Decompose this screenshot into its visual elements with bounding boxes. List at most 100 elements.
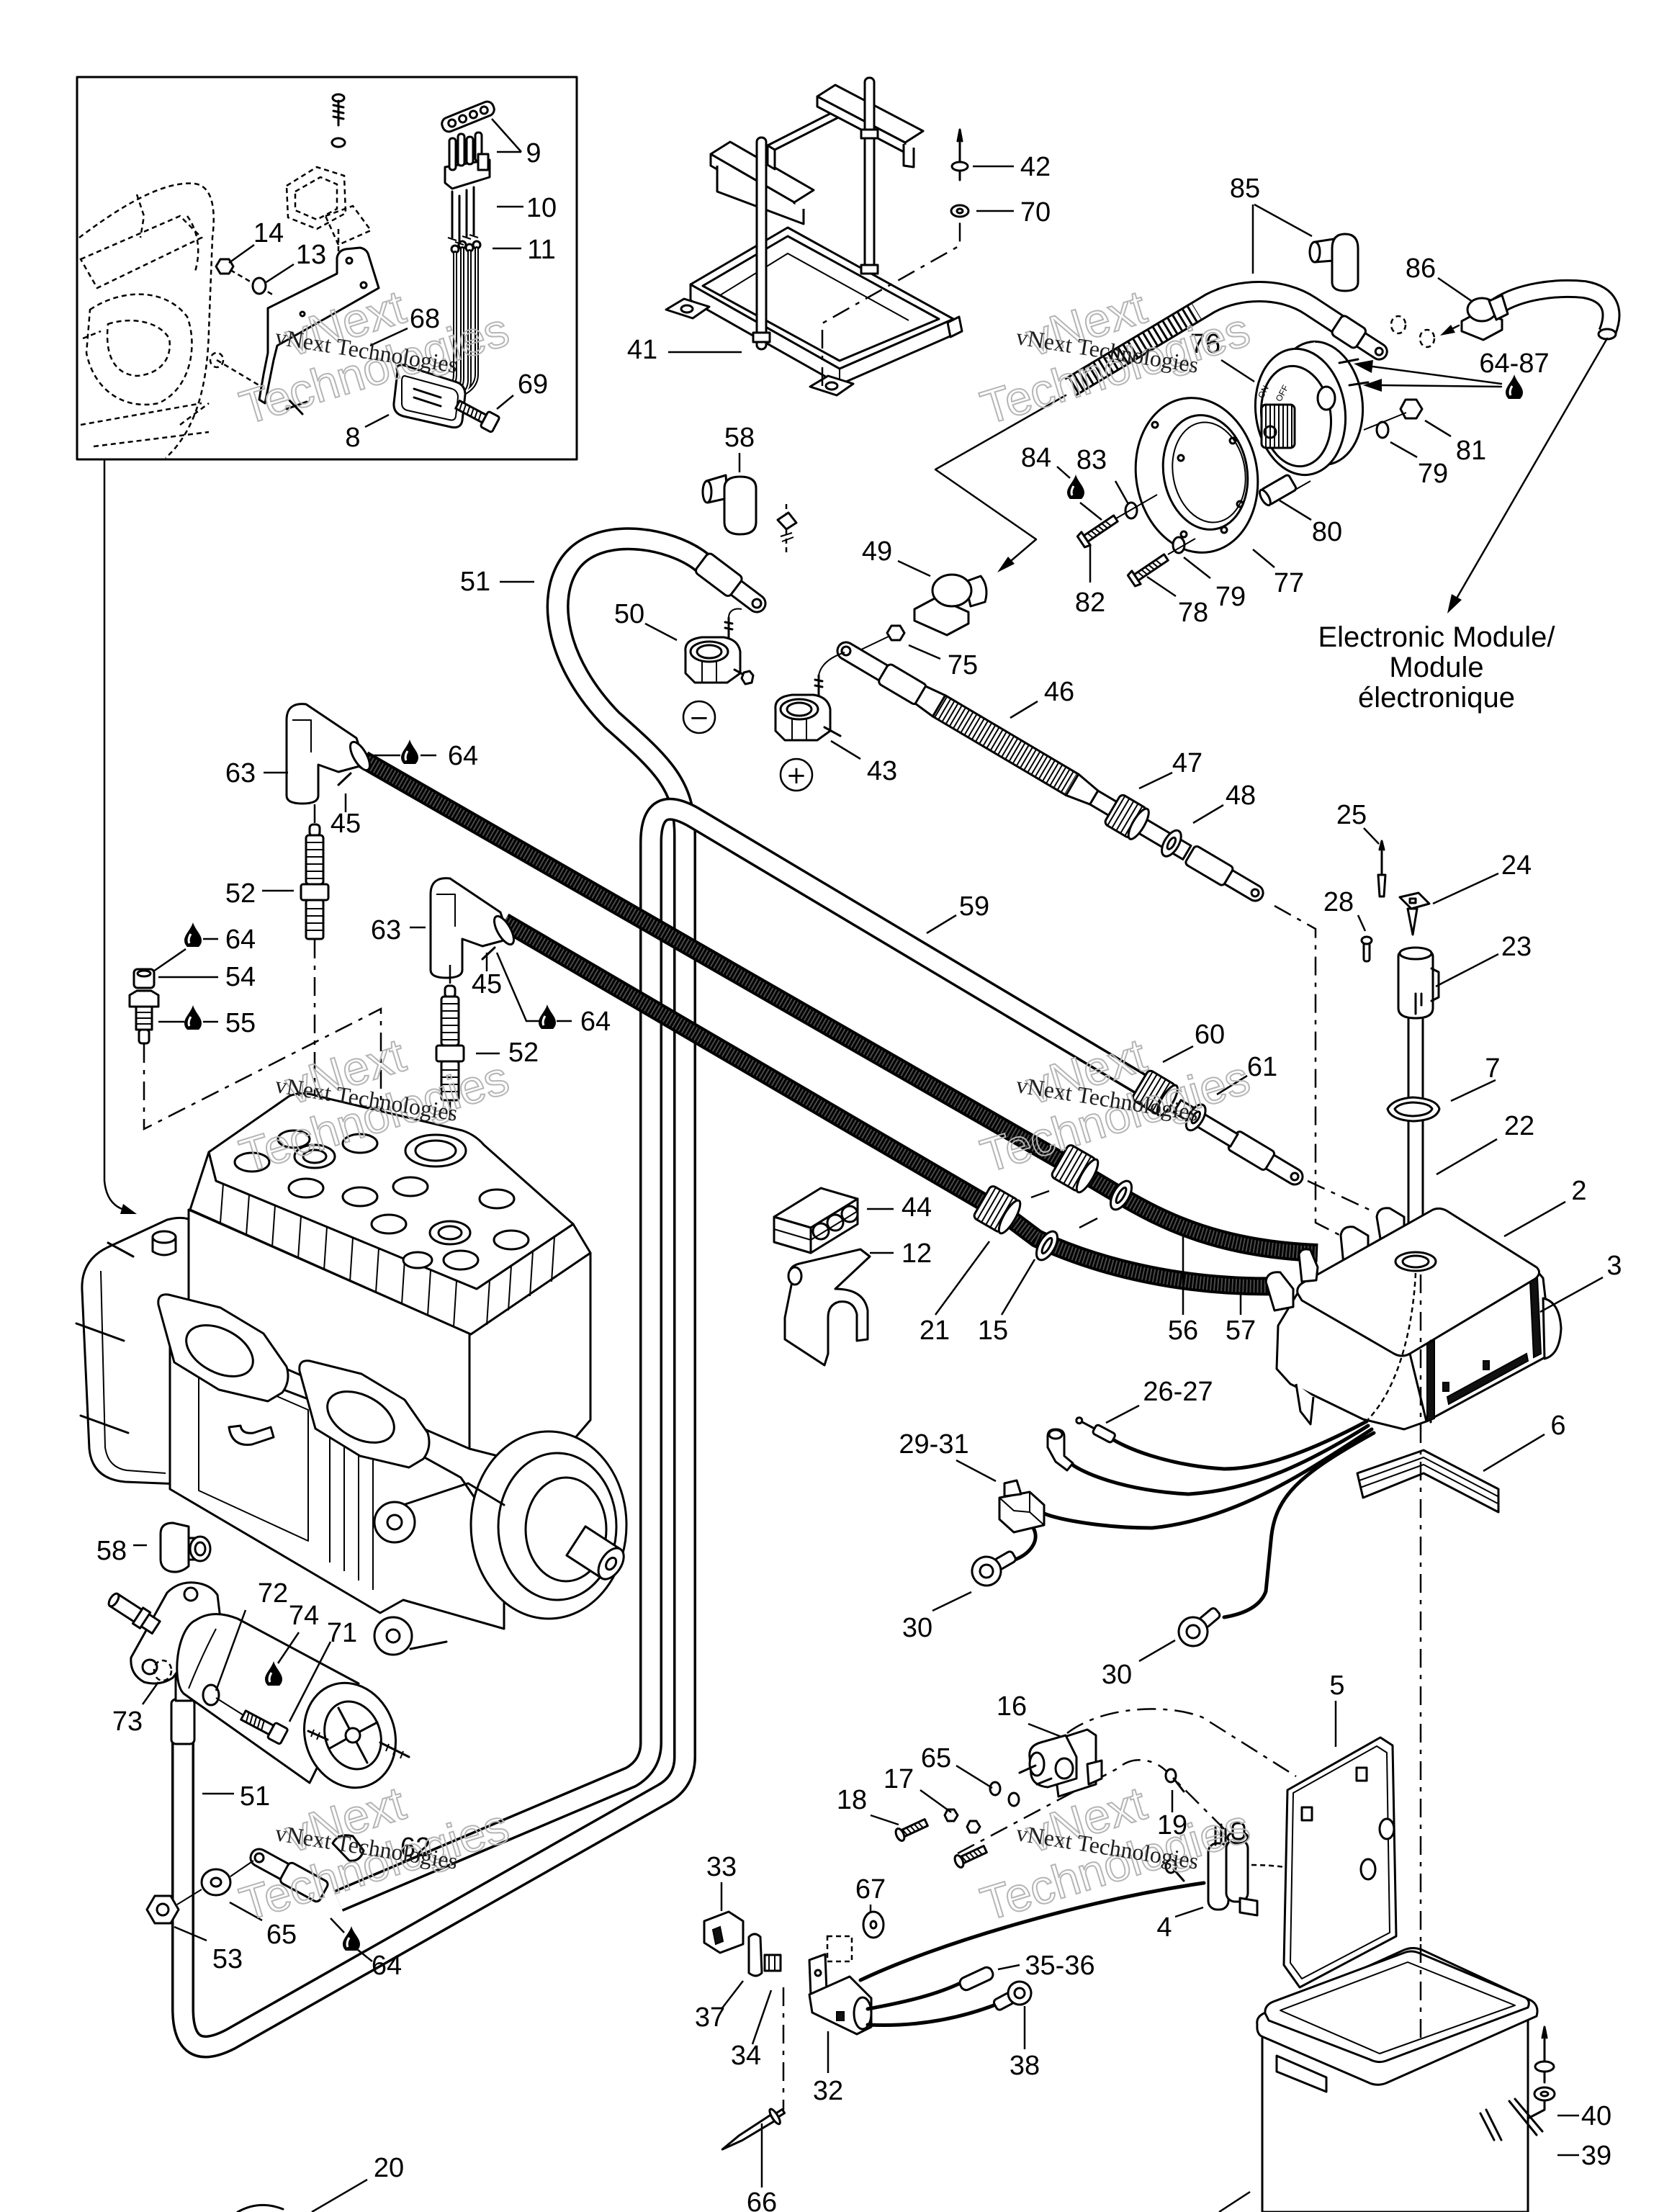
callout-82: 82: [1075, 588, 1105, 618]
lubricant-drop-icon: [184, 1004, 202, 1030]
callout-61: 61: [1247, 1052, 1277, 1082]
fuse-holder-wires: [858, 1881, 1206, 2027]
mounting-bracket: [1282, 1736, 1398, 1989]
lubricant-arrows: [1354, 360, 1503, 392]
battery-tray: [665, 76, 963, 397]
callout-43: 43: [867, 756, 897, 786]
callout-19: 19: [1157, 1810, 1187, 1840]
grommet-phantom: [826, 1935, 853, 1963]
callout-34: 34: [731, 2041, 761, 2071]
flange-screw: [1076, 514, 1119, 549]
callout-26-27: 26-27: [1143, 1377, 1213, 1407]
callout-41: 41: [627, 335, 657, 365]
callout-84: 84: [1021, 443, 1051, 473]
callout-6: 6: [1550, 1411, 1565, 1441]
callout-49: 49: [862, 536, 892, 567]
lubricant-drop-icon: [1066, 473, 1085, 499]
wire-clamp-block: [773, 1187, 859, 1254]
ring-terminal: [1177, 1607, 1221, 1647]
callout-45: 45: [331, 809, 361, 839]
callout-24: 24: [1501, 850, 1532, 881]
solenoid-screw: [894, 1818, 929, 1842]
callout-28: 28: [1323, 887, 1354, 917]
electrical-box: [1264, 1207, 1563, 1431]
wire-holder-clip: [783, 1248, 871, 1367]
callout-56: 56: [1168, 1316, 1198, 1346]
negative-terminal-clamp: [684, 608, 755, 685]
fuse-holder: [808, 1953, 873, 2036]
callout-13: 13: [296, 240, 326, 270]
callout-71: 71: [327, 1618, 357, 1648]
positive-sign: +: [786, 761, 807, 790]
rivet: [721, 2108, 786, 2151]
engine-phantom-outline: [78, 166, 372, 459]
callout-25: 25: [1336, 800, 1367, 830]
regulator-bracket: [258, 246, 380, 415]
nut: [966, 1820, 981, 1834]
callout-15: 15: [978, 1316, 1008, 1346]
callout-62: 62: [400, 1833, 431, 1863]
callout-70: 70: [1020, 197, 1051, 228]
battery-cable-tube-51: [170, 527, 767, 2059]
washer: [862, 1910, 885, 1939]
starter-motor: [107, 1581, 410, 1789]
temperature-sensor: [128, 968, 160, 1045]
callout-42: 42: [1020, 152, 1051, 182]
route-arrow-to-cover: [934, 394, 1067, 572]
flange-screw: [1126, 553, 1169, 588]
wire-grommet: [1035, 1230, 1059, 1262]
engine: [75, 1092, 628, 1656]
nut: [943, 1808, 959, 1822]
bracket-screw: [1164, 1768, 1185, 1882]
callout-44: 44: [902, 1192, 932, 1223]
callout-53: 53: [212, 1944, 243, 1974]
rubber-boot: [701, 474, 757, 536]
callout-46: 46: [1044, 677, 1074, 707]
callout-72: 72: [258, 1578, 288, 1609]
callout-39: 39: [1581, 2141, 1611, 2171]
callout-48: 48: [1226, 781, 1256, 811]
regulator-bolt: [454, 400, 500, 433]
module-reference-label: Electronic Module/ Module électronique: [1318, 621, 1555, 714]
callout-7: 7: [1485, 1053, 1500, 1084]
callout-64: 64: [448, 741, 478, 771]
positive-battery-cable: [836, 641, 1264, 902]
callout-47: 47: [1172, 748, 1202, 778]
inset-reference-arrow: [103, 459, 137, 1214]
callout-79: 79: [1418, 459, 1448, 489]
positive-cable-to-switch: [1064, 281, 1388, 397]
callout-38: 38: [1010, 2051, 1040, 2081]
spark-plug: [300, 823, 330, 940]
inset-frame: [76, 76, 578, 461]
callout-20: 20: [374, 2153, 404, 2183]
callout-40: 40: [1581, 2101, 1611, 2131]
nut: [886, 624, 906, 642]
voltage-regulator: [392, 364, 467, 429]
callout-2: 2: [1571, 1176, 1586, 1206]
connector-housing: [441, 100, 495, 190]
callout-52: 52: [225, 878, 256, 909]
terminal-boot: [1308, 233, 1359, 292]
battery: [1256, 1944, 1546, 2212]
harness-connector: [1397, 946, 1440, 1273]
washer: [1124, 501, 1138, 520]
callout-18: 18: [837, 1785, 867, 1815]
callout-64: 64: [225, 925, 256, 955]
callout-23: 23: [1501, 932, 1532, 962]
callout-69: 69: [518, 369, 548, 400]
callout-32: 32: [813, 2076, 843, 2106]
lock-nut: [1419, 328, 1436, 349]
wire-sleeve-terminal: [958, 1966, 994, 1992]
relay-coil: [1207, 1822, 1259, 1917]
callouts: 9 10 11 14 13 68 69 8 42 70 41 85 86 76 …: [96, 138, 1622, 2212]
tray-rivet: [950, 128, 969, 181]
harness-connector-block: [998, 1479, 1046, 1534]
wire-elbow-terminal: [1046, 1428, 1074, 1472]
watermark: vNext Technologies vNext Technologies: [974, 1028, 1256, 1184]
terminal-to-nut-arrow: [1440, 324, 1460, 336]
lubricant-drop-icon: [342, 1925, 361, 1951]
wire-nut: [973, 1185, 1022, 1235]
wire-nut: [1051, 1144, 1100, 1194]
nut: [145, 1894, 180, 1925]
callout-60: 60: [1195, 1020, 1225, 1050]
